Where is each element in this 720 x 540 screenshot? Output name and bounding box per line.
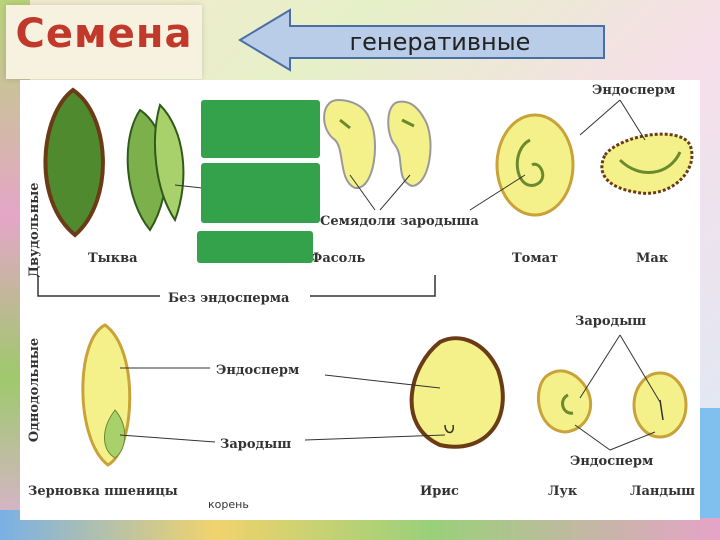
overlay-box-2	[201, 163, 320, 223]
species-tomato: Томат	[512, 251, 558, 266]
poppy-seed	[602, 134, 692, 193]
footer-fragment: корень	[208, 498, 249, 511]
label-no-endosperm: Без эндосперма	[168, 291, 290, 306]
title-box: Семена	[6, 5, 202, 79]
tomato-seed	[497, 115, 573, 215]
iris-seed	[412, 338, 503, 446]
species-pumpkin: Тыква	[88, 251, 138, 266]
overlay-box-3	[197, 231, 313, 263]
arrow-label: генеративные	[290, 28, 590, 56]
lily-seed	[634, 373, 686, 437]
label-endosperm-mid: Эндосперм	[216, 363, 299, 378]
wheat-grain	[83, 325, 130, 465]
label-embryo-mid: Зародыш	[220, 437, 291, 452]
slide-title: Семена	[6, 11, 202, 57]
species-wheat: Зерновка пшеницы	[28, 484, 178, 499]
label-endosperm-right: Эндосперм	[570, 454, 653, 469]
species-lily: Ландыш	[630, 484, 695, 499]
label-dicots: Двудольные	[27, 182, 42, 277]
species-bean: Фасоль	[310, 251, 366, 266]
pumpkin-seed	[45, 90, 220, 235]
seed-diagram: Двудольные Однодольные Эндосперм	[20, 80, 700, 520]
bean-seed	[324, 100, 430, 188]
species-poppy: Мак	[636, 251, 669, 266]
overlay-box-1	[201, 100, 320, 158]
label-embryo-right: Зародыш	[575, 314, 646, 329]
label-monocots: Однодольные	[27, 338, 42, 442]
onion-seed	[538, 371, 590, 432]
species-onion: Лук	[548, 484, 578, 499]
label-endosperm-top: Эндосперм	[592, 83, 675, 98]
species-iris: Ирис	[420, 484, 459, 499]
label-cotyledons: Семядоли зародыша	[320, 214, 479, 229]
